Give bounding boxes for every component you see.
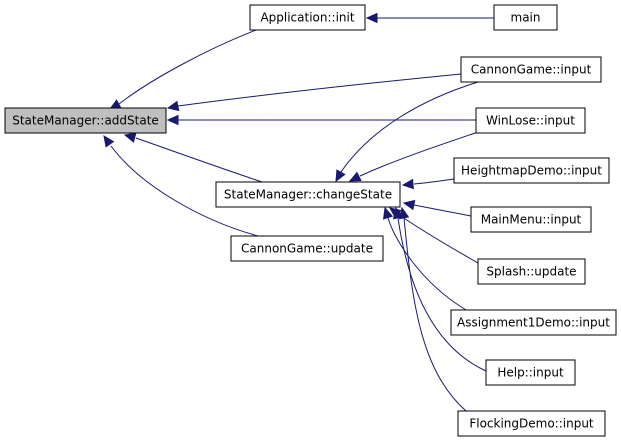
node-box	[457, 410, 606, 437]
arrowhead	[166, 114, 179, 126]
edge-line	[359, 131, 479, 177]
node-label: MainMenu::input	[481, 213, 582, 227]
node-box	[4, 107, 167, 134]
node-main[interactable]: main	[493, 4, 558, 31]
edge-main-to-application-init	[365, 12, 494, 24]
node-label: CannonGame::update	[241, 242, 373, 256]
edge-heightmapdemo-input-to-statemanager-changestate	[401, 178, 455, 190]
node-statemanager-addstate[interactable]: StateManager::addState	[4, 107, 167, 134]
node-box	[249, 4, 366, 31]
edge-mainmenu-input-to-statemanager-changestate	[402, 199, 472, 217]
edge-line	[135, 137, 263, 183]
arrowhead	[123, 132, 137, 143]
node-label: Assignment1Demo::input	[457, 316, 610, 330]
arrowhead	[166, 100, 180, 112]
edge-line	[177, 73, 462, 107]
arrowhead	[402, 199, 416, 211]
node-help-input[interactable]: Help::input	[485, 359, 576, 386]
node-label: StateManager::addState	[12, 114, 159, 128]
node-box	[485, 359, 576, 386]
node-application-init[interactable]: Application::init	[249, 4, 366, 31]
node-assignment1demo-input[interactable]: Assignment1Demo::input	[450, 309, 617, 336]
edge-cannongame-update-to-statemanager-addstate	[103, 135, 259, 237]
edge-line	[118, 29, 257, 105]
node-label: main	[511, 11, 541, 25]
edge-line	[403, 217, 467, 412]
node-winlose-input[interactable]: WinLose::input	[475, 107, 586, 134]
arrowhead	[103, 135, 115, 148]
edge-line	[387, 217, 467, 311]
node-box	[493, 4, 558, 31]
node-cannongame-update[interactable]: CannonGame::update	[230, 235, 384, 262]
node-label: Application::init	[260, 11, 354, 25]
edge-cannongame-input-to-statemanager-changestate	[335, 81, 479, 183]
arrowhead	[398, 206, 410, 220]
node-splash-update[interactable]: Splash::update	[477, 258, 586, 285]
edge-line	[413, 178, 455, 185]
node-box	[470, 206, 592, 233]
edge-line	[340, 81, 479, 173]
node-label: HeightmapDemo::input	[461, 164, 602, 178]
arrowhead	[382, 206, 394, 220]
node-label: Splash::update	[486, 265, 576, 279]
node-flockingdemo-input[interactable]: FlockingDemo::input	[457, 410, 606, 437]
edge-line	[397, 213, 479, 264]
node-box	[453, 157, 610, 184]
node-box	[450, 309, 617, 336]
arrowhead	[335, 169, 346, 183]
node-label: Help::input	[497, 366, 564, 380]
edge-line	[397, 217, 487, 372]
node-box	[477, 258, 586, 285]
nodes-layer: StateManager::addState Application::init m…	[4, 4, 617, 437]
arrowhead	[365, 12, 378, 24]
edge-assignment1demo-input-to-statemanager-changestate	[382, 206, 467, 311]
edges-layer	[103, 12, 494, 412]
node-box	[230, 235, 384, 262]
edge-application-init-to-statemanager-addstate	[108, 29, 257, 110]
node-label: CannonGame::input	[471, 63, 592, 77]
edge-statemanager-changestate-to-statemanager-addstate	[123, 132, 263, 183]
node-label: WinLose::input	[486, 114, 575, 128]
node-statemanager-changestate[interactable]: StateManager::changeState	[215, 181, 401, 208]
edge-line	[413, 204, 472, 217]
node-heightmapdemo-input[interactable]: HeightmapDemo::input	[453, 157, 610, 184]
node-cannongame-input[interactable]: CannonGame::input	[460, 56, 602, 83]
arrowhead	[348, 171, 362, 182]
edge-cannongame-input-to-statemanager-addstate	[166, 73, 462, 112]
edge-line	[110, 145, 259, 237]
node-box	[475, 107, 586, 134]
edge-flockingdemo-input-to-statemanager-changestate	[398, 206, 467, 412]
arrowhead	[401, 178, 414, 190]
node-box	[460, 56, 602, 83]
node-label: FlockingDemo::input	[469, 417, 594, 431]
edge-winlose-input-to-statemanager-changestate	[348, 131, 479, 182]
node-box	[215, 181, 401, 208]
node-label: StateManager::changeState	[224, 188, 392, 202]
edge-winlose-input-to-statemanager-addstate	[166, 114, 476, 126]
node-mainmenu-input[interactable]: MainMenu::input	[470, 206, 592, 233]
